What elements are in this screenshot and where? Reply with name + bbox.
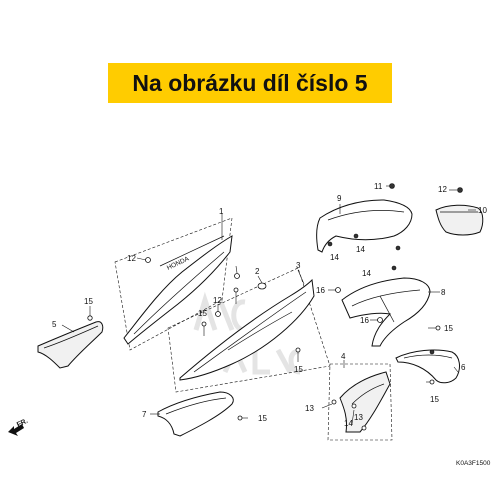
- group-outline-4: [327, 363, 393, 441]
- part-3-side-cover: [179, 278, 315, 381]
- callout-16-a: 16: [316, 286, 325, 295]
- callout-10: 10: [478, 206, 487, 215]
- callout-14-a: 14: [330, 253, 339, 262]
- group-outline-3: [167, 267, 331, 393]
- part-4-rear-cover: [339, 371, 391, 433]
- callout-7: 7: [142, 410, 147, 419]
- callout-12-left: 12: [127, 254, 136, 263]
- group-outline-1: [114, 217, 233, 351]
- front-arrow-label: FR.: [16, 418, 29, 429]
- callout-16-b: 16: [360, 316, 369, 325]
- banner-text: Na obrázku díl číslo 5: [132, 70, 368, 96]
- callout-6: 6: [461, 363, 466, 372]
- callout-15-right: 15: [444, 324, 453, 333]
- part-6-rear-piece: [395, 349, 460, 384]
- callout-14-b: 14: [356, 245, 365, 254]
- callout-numbers: 1 2 3 4 5 6 7 8 9 10 11 12 12 12 13 13 1…: [52, 182, 487, 428]
- callout-4: 4: [341, 352, 346, 361]
- callout-15-mid: 15: [198, 309, 207, 318]
- part-2-grommet: [257, 282, 267, 290]
- part-7-lower-piece: [157, 391, 234, 437]
- callout-3: 3: [296, 261, 301, 270]
- callout-8: 8: [441, 288, 446, 297]
- callout-15-lower: 15: [258, 414, 267, 423]
- callout-1: 1: [219, 207, 224, 216]
- callout-2: 2: [255, 267, 260, 276]
- fasteners: [87, 183, 463, 431]
- part-5-lower-cover: [37, 321, 104, 369]
- callout-15-far-right: 15: [430, 395, 439, 404]
- callout-12-top: 12: [438, 185, 447, 194]
- part-8-grab-rail: [341, 277, 431, 347]
- callout-12-mid: 12: [213, 296, 222, 305]
- part-10-tail-piece: [435, 204, 484, 236]
- callout-13-bottom: 13: [354, 413, 363, 422]
- callout-15-center: 15: [294, 365, 303, 374]
- callout-15-left: 15: [84, 297, 93, 306]
- callout-14-d: 14: [344, 419, 353, 428]
- callout-11: 11: [374, 182, 383, 191]
- diagram-code: K0A3F1500: [456, 460, 491, 467]
- part-number-banner: Na obrázku díl číslo 5: [108, 63, 392, 103]
- callout-14-c: 14: [362, 269, 371, 278]
- callout-13-right: 13: [305, 404, 314, 413]
- leader-lines: [61, 185, 476, 425]
- callout-5: 5: [52, 320, 57, 329]
- front-direction-arrow: FR.: [8, 418, 29, 436]
- part-9-rear-upper-cover: [316, 199, 413, 253]
- callout-9: 9: [337, 194, 342, 203]
